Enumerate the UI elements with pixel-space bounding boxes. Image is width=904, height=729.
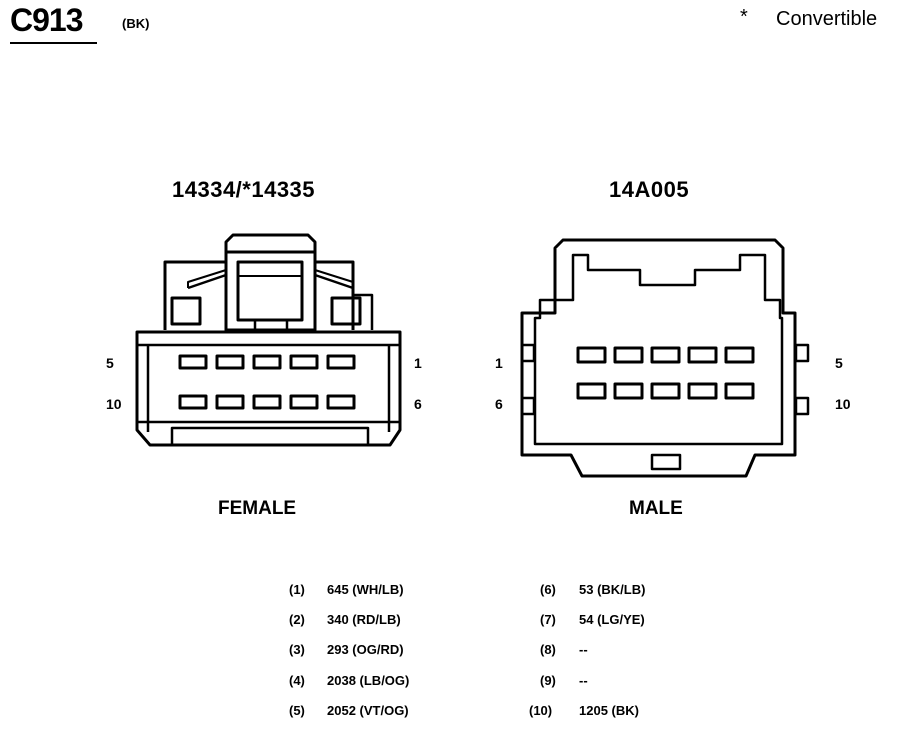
male-connector-face (520, 238, 810, 478)
male-pin-label-bottom-right: 10 (835, 396, 851, 412)
wire-info: 340 (RD/LB) (327, 612, 401, 627)
pin-number: (3) (289, 642, 305, 657)
wire-info: 2038 (LB/OG) (327, 673, 410, 688)
pin-number: (7) (540, 612, 556, 627)
pin-number: (5) (289, 703, 305, 718)
female-connector-face (135, 233, 402, 447)
wire-info: 2052 (VT/OG) (327, 703, 409, 718)
male-pin-label-bottom-left: 6 (495, 396, 503, 412)
pin-number: (1) (289, 582, 305, 597)
connector-color: (BK) (122, 16, 150, 31)
female-part-number: 14334/*14335 (172, 177, 316, 202)
male-pin-label-top-left: 1 (495, 355, 503, 371)
legend-symbol: * (740, 6, 748, 28)
female-pin-label-bottom-left: 10 (106, 396, 122, 412)
wire-info: 293 (OG/RD) (327, 642, 404, 657)
pin-number: (10) (529, 703, 553, 718)
wire-info: 1205 (BK) (579, 703, 639, 718)
pin-number: (9) (540, 673, 556, 688)
pin-number: (6) (540, 582, 556, 597)
male-label: MALE (629, 498, 683, 519)
female-label: FEMALE (218, 498, 297, 519)
male-pin-label-top-right: 5 (835, 355, 843, 371)
male-part-number: 14A005 (609, 177, 690, 202)
wire-info: -- (579, 673, 588, 688)
wire-info: -- (579, 642, 588, 657)
pin-number: (2) (289, 612, 305, 627)
female-pin-label-top-left: 5 (106, 355, 114, 371)
wire-info: 54 (LG/YE) (579, 612, 645, 627)
pin-number: (8) (540, 642, 556, 657)
wire-info: 645 (WH/LB) (327, 582, 404, 597)
female-pin-label-top-right: 1 (414, 355, 422, 371)
female-pin-label-bottom-right: 6 (414, 396, 422, 412)
pin-number: (4) (289, 673, 305, 688)
connector-id: C913 (10, 2, 83, 38)
legend-text: Convertible (776, 8, 878, 30)
wire-info: 53 (BK/LB) (579, 582, 646, 597)
connector-id-underline (10, 42, 97, 44)
